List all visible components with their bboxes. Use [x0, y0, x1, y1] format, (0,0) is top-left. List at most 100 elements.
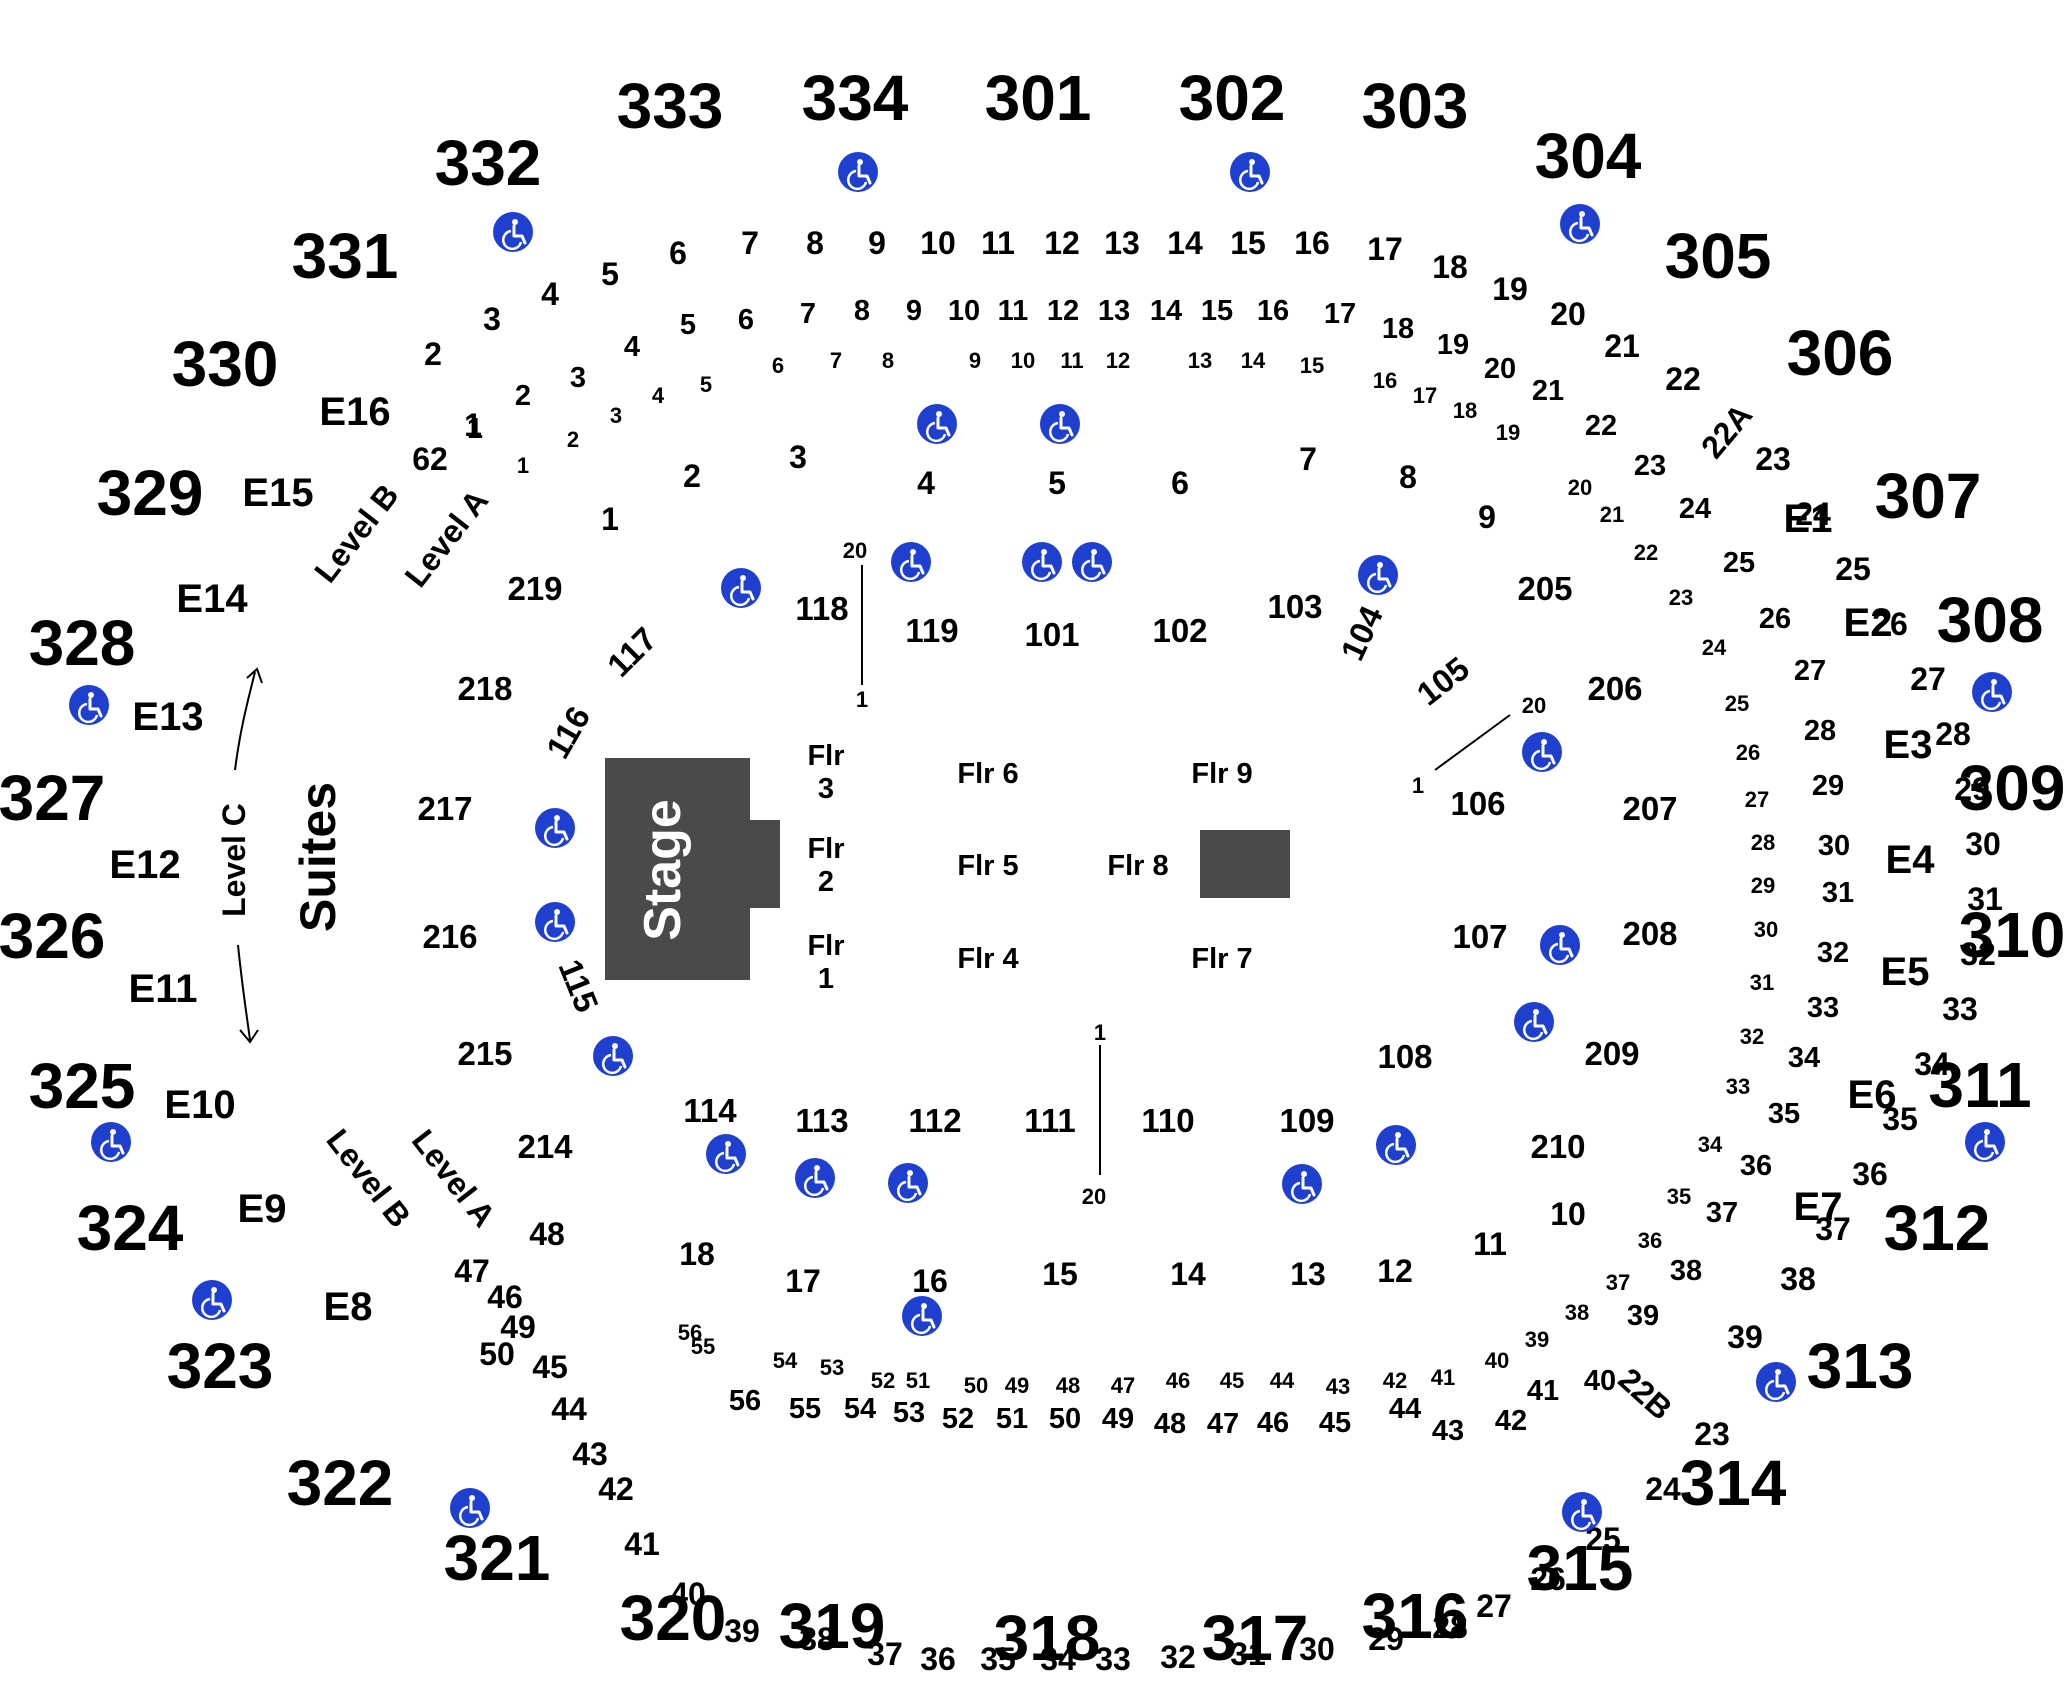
- e-box-e15[interactable]: E15: [242, 471, 313, 515]
- section-110[interactable]: 110: [1141, 1102, 1194, 1139]
- wheelchair-icon[interactable]: [89, 1120, 133, 1164]
- wheelchair-icon[interactable]: [190, 1278, 234, 1322]
- section-301[interactable]: 301: [985, 62, 1092, 134]
- section-216[interactable]: 216: [422, 918, 477, 955]
- e-box-e9[interactable]: E9: [238, 1187, 287, 1231]
- wheelchair-icon[interactable]: [1754, 1360, 1798, 1404]
- section-117[interactable]: 117: [600, 620, 664, 684]
- section-308[interactable]: 308: [1937, 584, 2044, 656]
- section-324[interactable]: 324: [77, 1192, 184, 1264]
- wheelchair-icon[interactable]: [1970, 670, 2014, 714]
- section-309[interactable]: 309: [1959, 752, 2066, 824]
- section-113[interactable]: 113: [795, 1102, 848, 1139]
- wheelchair-icon[interactable]: [533, 806, 577, 850]
- section-329[interactable]: 329: [97, 457, 204, 529]
- e-box-e11[interactable]: E11: [129, 967, 198, 1011]
- wheelchair-icon[interactable]: [915, 402, 959, 446]
- section-323[interactable]: 323: [167, 1330, 274, 1402]
- wheelchair-icon[interactable]: [836, 150, 880, 194]
- section-106[interactable]: 106: [1450, 785, 1505, 822]
- wheelchair-icon[interactable]: [1228, 150, 1272, 194]
- floor-section-7[interactable]: Flr 7: [1191, 943, 1252, 975]
- section-118[interactable]: 118: [795, 590, 848, 627]
- floor-section-9[interactable]: Flr 9: [1191, 758, 1252, 790]
- section-313[interactable]: 313: [1807, 1330, 1914, 1402]
- section-331[interactable]: 331: [292, 220, 399, 292]
- section-116[interactable]: 116: [539, 700, 598, 765]
- section-315[interactable]: 315: [1527, 1532, 1634, 1604]
- section-317[interactable]: 317: [1202, 1602, 1309, 1674]
- floor-section-4[interactable]: Flr 4: [957, 943, 1018, 975]
- wheelchair-icon[interactable]: [704, 1132, 748, 1176]
- section-333[interactable]: 333: [617, 70, 724, 142]
- section-111[interactable]: 111: [1024, 1102, 1075, 1139]
- section-219[interactable]: 219: [507, 570, 562, 607]
- section-205[interactable]: 205: [1517, 570, 1572, 607]
- wheelchair-icon[interactable]: [1038, 402, 1082, 446]
- wheelchair-icon[interactable]: [1560, 1490, 1604, 1534]
- e-box-e14[interactable]: E14: [176, 577, 248, 621]
- section-218[interactable]: 218: [457, 670, 512, 707]
- floor-section-8[interactable]: Flr 8: [1107, 850, 1168, 882]
- section-103[interactable]: 103: [1267, 588, 1322, 625]
- wheelchair-icon[interactable]: [67, 683, 111, 727]
- section-314[interactable]: 314: [1680, 1447, 1787, 1519]
- section-303[interactable]: 303: [1362, 70, 1469, 142]
- wheelchair-icon[interactable]: [491, 210, 535, 254]
- section-217[interactable]: 217: [417, 790, 472, 827]
- wheelchair-icon[interactable]: [1374, 1123, 1418, 1167]
- section-210[interactable]: 210: [1530, 1128, 1585, 1165]
- section-114[interactable]: 114: [683, 1092, 737, 1129]
- section-321[interactable]: 321: [444, 1522, 551, 1594]
- wheelchair-icon[interactable]: [886, 1161, 930, 1205]
- section-322[interactable]: 322: [287, 1447, 394, 1519]
- section-332[interactable]: 332: [435, 127, 542, 199]
- section-109[interactable]: 109: [1279, 1102, 1334, 1139]
- section-305[interactable]: 305: [1665, 220, 1772, 292]
- section-108[interactable]: 108: [1377, 1038, 1432, 1075]
- wheelchair-icon[interactable]: [1520, 730, 1564, 774]
- section-334[interactable]: 334: [802, 62, 909, 134]
- wheelchair-icon[interactable]: [533, 900, 577, 944]
- section-327[interactable]: 327: [0, 762, 105, 834]
- section-207[interactable]: 207: [1622, 790, 1677, 827]
- section-209[interactable]: 209: [1584, 1035, 1639, 1072]
- section-328[interactable]: 328: [29, 607, 136, 679]
- floor-section-6[interactable]: Flr 6: [957, 758, 1018, 790]
- e-box-e4[interactable]: E4: [1886, 838, 1936, 882]
- wheelchair-icon[interactable]: [1356, 553, 1400, 597]
- e-box-e10[interactable]: E10: [164, 1083, 235, 1127]
- section-319[interactable]: 319: [779, 1590, 886, 1662]
- section-107[interactable]: 107: [1452, 918, 1507, 955]
- section-105[interactable]: 105: [1410, 649, 1476, 712]
- section-119[interactable]: 119: [905, 612, 958, 649]
- section-306[interactable]: 306: [1787, 317, 1894, 389]
- wheelchair-icon[interactable]: [1963, 1120, 2007, 1164]
- wheelchair-icon[interactable]: [900, 1294, 944, 1338]
- section-102[interactable]: 102: [1152, 612, 1207, 649]
- wheelchair-icon[interactable]: [1020, 540, 1064, 584]
- e-box-e8[interactable]: E8: [324, 1285, 373, 1329]
- e-box-e6[interactable]: E6: [1848, 1073, 1897, 1117]
- e-box-e1[interactable]: E1: [1784, 497, 1833, 541]
- section-320[interactable]: 320: [620, 1582, 727, 1654]
- wheelchair-icon[interactable]: [1538, 923, 1582, 967]
- e-box-e7[interactable]: E7: [1794, 1185, 1843, 1229]
- e-box-e13[interactable]: E13: [132, 695, 203, 739]
- section-302[interactable]: 302: [1179, 62, 1286, 134]
- floor-section-5[interactable]: Flr 5: [957, 850, 1018, 882]
- section-326[interactable]: 326: [0, 900, 105, 972]
- section-115[interactable]: 115: [552, 954, 606, 1017]
- section-318[interactable]: 318: [994, 1602, 1101, 1674]
- section-304[interactable]: 304: [1535, 120, 1642, 192]
- section-208[interactable]: 208: [1622, 915, 1677, 952]
- wheelchair-icon[interactable]: [448, 1486, 492, 1530]
- wheelchair-icon[interactable]: [1558, 202, 1602, 246]
- wheelchair-icon[interactable]: [1070, 540, 1114, 584]
- section-307[interactable]: 307: [1875, 460, 1982, 532]
- section-312[interactable]: 312: [1884, 1192, 1991, 1264]
- section-215[interactable]: 215: [457, 1035, 512, 1072]
- section-214[interactable]: 214: [517, 1128, 573, 1165]
